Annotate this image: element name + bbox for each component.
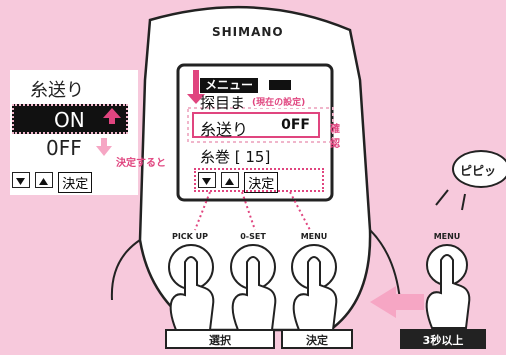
- side-menu-label: MENU: [433, 232, 461, 241]
- down-arrow-icon: [96, 138, 112, 156]
- caption-select: 選択: [165, 329, 275, 349]
- up-down-arrow-icon: [103, 108, 121, 124]
- lcd-menu-row: メニュー: [200, 74, 304, 93]
- zoom-up-icon: [35, 172, 54, 188]
- caption-decide: 決定: [281, 329, 353, 349]
- zoom-down-icon: [12, 172, 30, 188]
- lcd-screen: メニュー 探目ま (現在の設定) 糸送り 0FF 確認 糸巻 [ 15] 決定: [182, 70, 340, 196]
- lcd-highlight-label: 糸送り: [200, 120, 249, 139]
- speech-text: ピピッ: [460, 164, 497, 178]
- zoom-decide-label: 決定: [58, 172, 93, 193]
- lcd-menu-label: メニュー: [200, 78, 259, 93]
- lcd-highlight-row: 糸送り 0FF: [192, 112, 320, 139]
- caption-hold: 3秒以上: [400, 329, 486, 349]
- zero-set-label: 0-SET: [240, 232, 266, 241]
- zoom-panel: 糸送り ON 0FF 決定すると 決定: [10, 70, 166, 195]
- zoom-option-off[interactable]: 0FF: [46, 136, 82, 160]
- lcd-up-icon: [221, 172, 240, 188]
- brand-logo: SHIMANO: [212, 25, 284, 39]
- zoom-controls: 決定: [12, 172, 93, 193]
- pickup-label: PICK UP: [171, 232, 209, 241]
- lcd-line4: 糸巻 [ 15]: [200, 148, 271, 166]
- speech-bubble: ピピッ: [452, 150, 506, 188]
- zoom-option-on-label: ON: [54, 108, 85, 132]
- zoom-option-on[interactable]: ON: [12, 104, 128, 134]
- menu-label: MENU: [300, 232, 328, 241]
- lcd-decide-label: 決定: [244, 172, 279, 193]
- current-setting-note: (現在の設定): [252, 95, 306, 108]
- hand-icon: [169, 254, 471, 331]
- lcd-highlight-value: 0FF: [281, 117, 310, 133]
- zoom-title: 糸送り: [30, 80, 84, 101]
- battery-icon: [269, 79, 292, 90]
- lcd-down-icon: [198, 172, 216, 188]
- lcd-controls: 決定: [194, 168, 324, 193]
- zoom-hint: 決定すると: [116, 158, 166, 169]
- confirm-label: 確認: [330, 124, 340, 150]
- lcd-line2: 探目ま: [200, 94, 246, 112]
